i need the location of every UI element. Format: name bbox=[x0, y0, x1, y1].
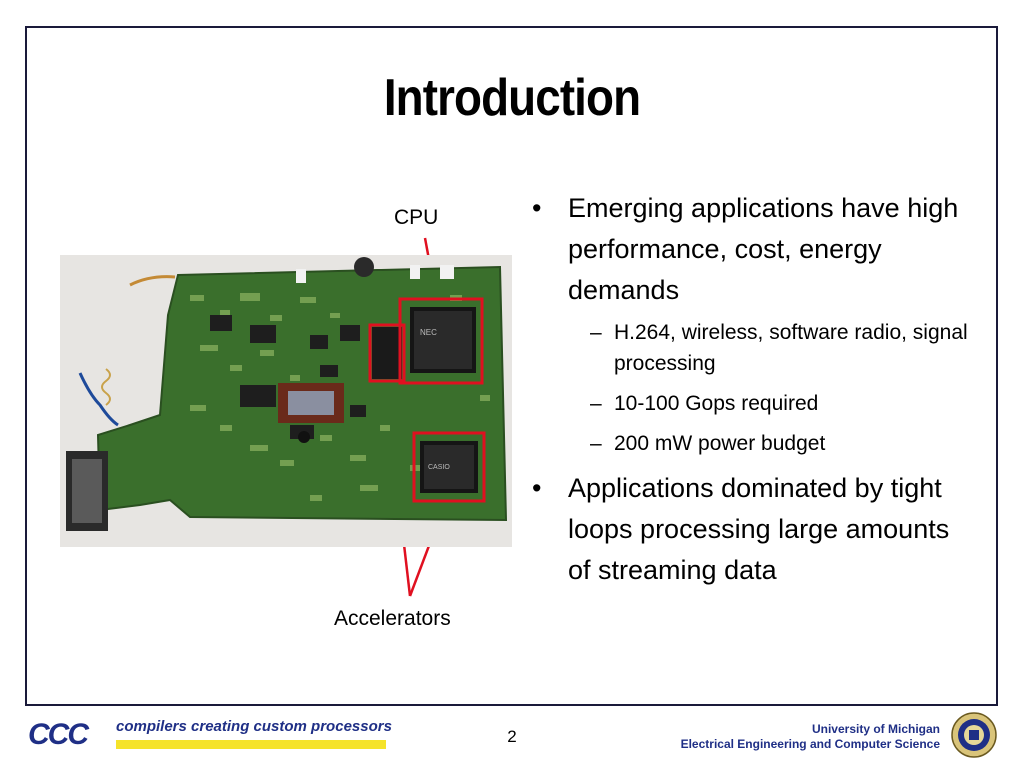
sub-bullet-text: 200 mW power budget bbox=[614, 432, 826, 455]
sub-bullet-dash: – bbox=[590, 321, 602, 344]
sub-bullet-dash: – bbox=[590, 392, 602, 415]
sub-bullet-item: – H.264, wireless, software radio, signa… bbox=[530, 317, 970, 379]
sub-bullet-text: H.264, wireless, software radio, signal … bbox=[614, 321, 968, 375]
sub-bullet-dash: – bbox=[590, 432, 602, 455]
sub-bullet-item: – 10-100 Gops required bbox=[530, 388, 970, 419]
bullet-item: • Applications dominated by tight loops … bbox=[530, 468, 970, 591]
university-credit: University of Michigan Electrical Engine… bbox=[681, 722, 940, 752]
cpu-highlight bbox=[398, 297, 484, 385]
ccc-logo: CCC compilers creating custom processors bbox=[28, 716, 392, 752]
accelerator-highlight-2 bbox=[412, 431, 486, 503]
bullet-text: Applications dominated by tight loops pr… bbox=[568, 473, 950, 585]
slide-frame bbox=[25, 26, 998, 706]
logo-tagline: compilers creating custom processors bbox=[116, 718, 392, 735]
circuit-board-photo: NEC CASIO bbox=[60, 255, 512, 547]
slide-title: Introduction bbox=[383, 69, 641, 127]
accelerators-callout-label: Accelerators bbox=[334, 607, 451, 630]
logo-underline-bar bbox=[116, 740, 386, 749]
page-number: 2 bbox=[507, 727, 517, 746]
cpu-callout-label: CPU bbox=[394, 206, 439, 229]
svg-text:CASIO: CASIO bbox=[428, 464, 450, 471]
bullet-dot: • bbox=[532, 473, 542, 503]
accelerator-highlight-1 bbox=[368, 323, 406, 383]
bullet-item: • Emerging applications have high perfor… bbox=[530, 188, 970, 311]
university-seal-icon bbox=[951, 712, 997, 758]
bullet-dot: • bbox=[532, 193, 542, 223]
bullet-text: Emerging applications have high performa… bbox=[568, 193, 959, 305]
sub-bullet-text: 10-100 Gops required bbox=[614, 392, 819, 415]
svg-text:NEC: NEC bbox=[420, 328, 437, 337]
department-name: Electrical Engineering and Computer Scie… bbox=[680, 737, 940, 751]
university-name: University of Michigan bbox=[811, 722, 940, 736]
bullet-list: • Emerging applications have high perfor… bbox=[530, 188, 970, 597]
logo-text: CCC bbox=[28, 718, 89, 751]
sub-bullet-item: – 200 mW power budget bbox=[530, 428, 970, 459]
